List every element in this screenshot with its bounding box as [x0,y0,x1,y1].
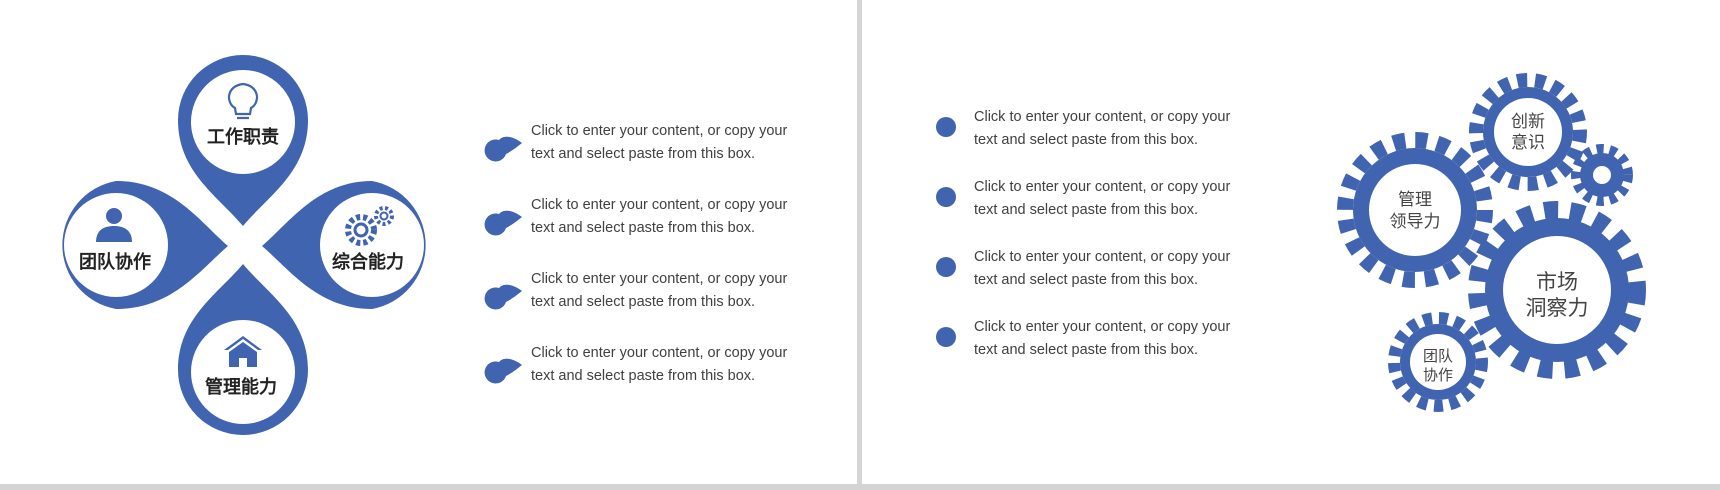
item-line-1: Click to enter your content, or copy you… [531,271,788,287]
house-icon [224,336,262,367]
person-icon [96,208,132,242]
left-list-item-4: Click to enter your content, or copy you… [531,342,831,388]
item-line-2: text and select paste from this box. [974,272,1199,288]
left-list-item-2: Click to enter your content, or copy you… [531,194,831,240]
dot-bullet [936,117,956,137]
right-list-item-3: Click to enter your content, or copy you… [974,246,1274,292]
slide-right: 管理 领导力 创新 意识 市场 洞察力 团队 协作 [862,0,1720,484]
dot-bullet [936,257,956,277]
gear-label-innovation-2: 意识 [1511,133,1545,153]
item-line-2: text and select paste from this box. [531,220,756,236]
right-list-item-2: Click to enter your content, or copy you… [974,176,1274,222]
drop-bullet [484,210,522,236]
left-list-item-3: Click to enter your content, or copy you… [531,268,831,314]
gear-team: 团队 协作 [1388,312,1488,412]
item-line-1: Click to enter your content, or copy you… [531,197,788,213]
left-bullets [484,136,522,384]
item-line-1: Click to enter your content, or copy you… [974,179,1231,195]
drop-bullet [484,284,522,310]
petal-bottom: 管理能力 [178,264,308,435]
gear-icon [1571,144,1633,206]
item-line-2: text and select paste from this box. [974,202,1199,218]
gear-innovation: 创新 意识 [1469,73,1587,191]
petal-label-bottom: 管理能力 [205,376,277,398]
lightbulb-icon [227,82,259,120]
dot-bullet [936,327,956,347]
item-line-1: Click to enter your content, or copy you… [974,249,1231,265]
gear-label-team-1: 团队 [1423,347,1453,365]
petal-label-top: 工作职责 [207,126,279,148]
petal-right: 综合能力 [262,181,426,309]
right-list-item-1: Click to enter your content, or copy you… [974,106,1274,152]
petal-diagram: 工作职责 团队协作 综合能力 [62,55,522,435]
gear-label-team-2: 协作 [1423,366,1453,384]
gear-market: 市场 洞察力 [1468,201,1646,379]
slide-left: 工作职责 团队协作 综合能力 [0,0,857,484]
gear-label-market-2: 洞察力 [1526,296,1589,320]
petal-left: 团队协作 [62,181,229,309]
drop-bullet [484,358,522,384]
item-line-1: Click to enter your content, or copy you… [531,345,788,361]
item-line-2: text and select paste from this box. [531,146,756,162]
dot-bullet [936,187,956,207]
right-bullets [936,117,956,347]
item-line-2: text and select paste from this box. [531,368,756,384]
item-line-1: Click to enter your content, or copy you… [531,123,788,139]
petal-top: 工作职责 [178,55,308,226]
item-line-1: Click to enter your content, or copy you… [974,109,1231,125]
item-line-2: text and select paste from this box. [531,294,756,310]
drop-bullet [484,136,522,162]
petal-label-left: 团队协作 [79,251,151,273]
gear-label-management-1: 管理 [1398,190,1432,210]
right-list-item-4: Click to enter your content, or copy you… [974,316,1274,362]
gear-label-innovation-1: 创新 [1511,112,1545,132]
gear-diagram: 管理 领导力 创新 意识 市场 洞察力 团队 协作 [936,73,1646,412]
petal-label-right: 综合能力 [332,251,404,273]
gear-management: 管理 领导力 [1337,132,1493,288]
left-list-item-1: Click to enter your content, or copy you… [531,120,831,166]
item-line-2: text and select paste from this box. [974,342,1199,358]
item-line-1: Click to enter your content, or copy you… [974,319,1231,335]
item-line-2: text and select paste from this box. [974,132,1199,148]
gears-icon [345,206,394,246]
gear-label-management-2: 领导力 [1390,212,1441,232]
gear-label-market-1: 市场 [1536,270,1578,294]
